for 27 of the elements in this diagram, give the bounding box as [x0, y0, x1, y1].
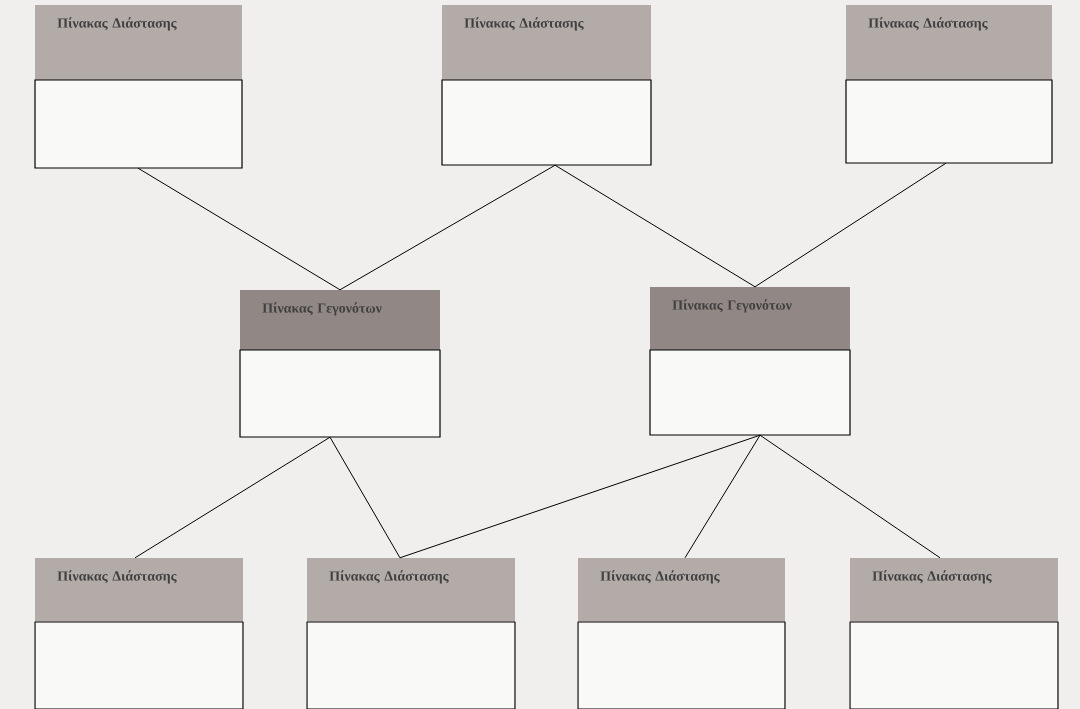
- table-box: Πίνακας Διάστασης: [845, 5, 1053, 164]
- node-label: Πίνακας Διάστασης: [868, 17, 988, 31]
- table-box: Πίνακας Διάστασης: [849, 558, 1059, 709]
- table-box: Πίνακας Γεγονότων: [649, 287, 851, 436]
- node-label: Πίνακας Διάστασης: [600, 570, 720, 584]
- node-label: Πίνακας Γεγονότων: [262, 302, 382, 316]
- table-box: Πίνακας Γεγονότων: [239, 290, 441, 438]
- connector-line: [554, 164, 756, 288]
- node-label: Πίνακας Γεγονότων: [672, 299, 792, 313]
- table-box: Πίνακας Διάστασης: [306, 558, 516, 709]
- connector-line: [329, 436, 401, 559]
- connector-line: [399, 434, 761, 559]
- table-box: Πίνακας Διάστασης: [441, 5, 652, 166]
- node-label: Πίνακας Διάστασης: [464, 17, 584, 31]
- node-label: Πίνακας Διάστασης: [872, 570, 992, 584]
- table-box: Πίνακας Διάστασης: [34, 558, 244, 709]
- connector-line: [754, 162, 947, 288]
- node-label: Πίνακας Διάστασης: [57, 570, 177, 584]
- node-label: Πίνακας Διάστασης: [329, 570, 449, 584]
- connector-line: [684, 434, 761, 559]
- table-box: Πίνακας Διάστασης: [577, 558, 786, 709]
- connector-line: [134, 436, 331, 559]
- connector-line: [137, 167, 341, 291]
- connector-line: [339, 164, 556, 291]
- table-box: Πίνακας Διάστασης: [34, 5, 243, 169]
- connector-line: [759, 434, 941, 559]
- node-label: Πίνακας Διάστασης: [57, 17, 177, 31]
